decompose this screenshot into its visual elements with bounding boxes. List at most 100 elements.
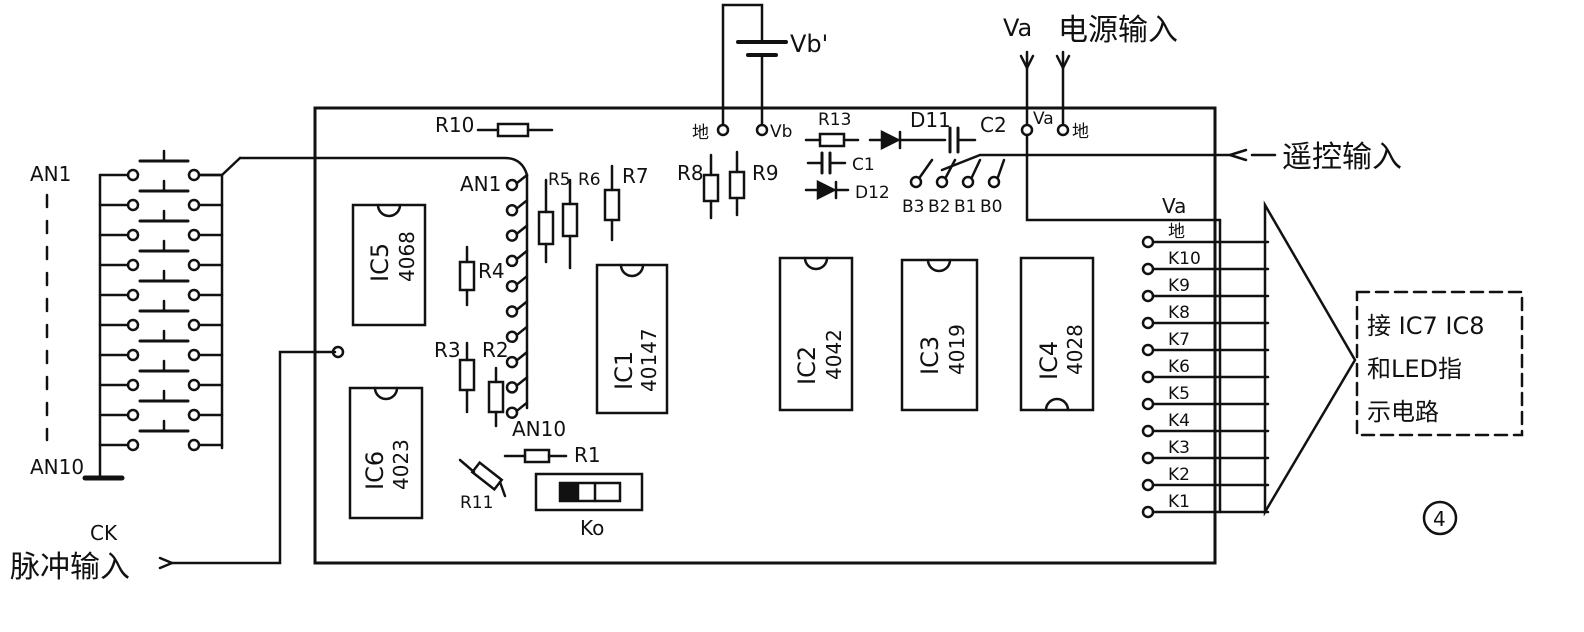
label-r9: R9: [752, 161, 779, 185]
va-internal-wire: [1025, 133, 1222, 222]
label-r8: R8: [677, 161, 704, 185]
pcb-board-outline: [313, 106, 1217, 565]
label-ck: CK: [90, 521, 118, 545]
label-vb-prime: Vb': [790, 30, 828, 58]
note-line-3: 示电路: [1367, 398, 1439, 426]
label-b2: B2: [928, 197, 950, 217]
resistor-r11: [458, 458, 507, 498]
resistor-r9: [728, 150, 746, 217]
label-r6: R6: [578, 170, 601, 190]
board-an-terminal: [505, 178, 519, 192]
vb-terminal: [755, 123, 769, 137]
pushbutton-an3: [98, 209, 224, 242]
output-terminal: [1141, 478, 1155, 492]
chip-ic1-part: 40147: [637, 328, 661, 392]
output-terminal-label: K3: [1168, 438, 1190, 458]
label-power-input: 电源输入: [1058, 13, 1178, 48]
resistor-r4: [458, 245, 476, 307]
output-terminal: [1141, 316, 1155, 330]
chip-ic6-label: IC6: [361, 451, 389, 490]
figure-number-circle: [1422, 500, 1458, 536]
chip-ic3-label: IC3: [916, 336, 944, 375]
b-terminals: [909, 158, 1006, 189]
panel-to-board-wire: [238, 156, 529, 177]
diode-d12: [804, 179, 850, 201]
resistor-r3: [458, 341, 476, 414]
output-terminal-label: K2: [1168, 465, 1190, 485]
resistor-r10: [476, 122, 554, 138]
pushbutton-an6: [98, 299, 224, 332]
label-va-right: Va: [1162, 194, 1186, 218]
chip-ic6-part: 4023: [389, 439, 413, 490]
label-c1: C1: [852, 155, 875, 175]
chip-ic2-part: 4042: [822, 329, 846, 380]
resistor-r1: [503, 448, 568, 464]
pushbutton-an4: [98, 239, 224, 272]
board-an-terminal: [505, 406, 519, 419]
label-gnd-power: 地: [1072, 122, 1089, 142]
note-box-border: [1355, 290, 1524, 437]
board-an-terminal: [505, 279, 519, 293]
resistor-r5: [537, 178, 555, 264]
label-r5: R5: [548, 170, 571, 190]
label-r7: R7: [622, 164, 649, 188]
an-connector-column: [505, 173, 529, 419]
label-gnd-vb: 地: [692, 123, 709, 143]
label-vb: Vb: [770, 122, 792, 142]
label-ko: Ko: [580, 516, 604, 540]
va-arrow: [1019, 54, 1035, 70]
resistor-r7: [603, 164, 621, 242]
output-terminal-label: K9: [1168, 276, 1190, 296]
label-remote-input: 遥控输入: [1282, 140, 1402, 175]
output-terminal-label: K5: [1168, 384, 1190, 404]
output-terminal: [1141, 343, 1155, 357]
label-d11: D11: [910, 108, 951, 132]
diode-d11: [868, 129, 947, 151]
output-terminal-label: K8: [1168, 303, 1190, 323]
label-an1: AN1: [30, 162, 71, 186]
pulse-input-arrow: [158, 556, 174, 570]
output-terminal: [1141, 505, 1155, 519]
pushbutton-an8: [98, 359, 224, 392]
label-r1: R1: [574, 443, 601, 467]
pushbutton-an9: [98, 389, 224, 422]
chip-ic5-label: IC5: [366, 243, 394, 282]
resistor-r2: [487, 366, 505, 428]
output-terminal: [1141, 289, 1155, 303]
board-an-terminal: [505, 229, 519, 242]
gnd-terminal: [716, 123, 730, 137]
gnd-power-terminal: [1056, 123, 1070, 137]
note-line-1: 接 IC7 IC8: [1367, 312, 1484, 340]
label-r11: R11: [460, 493, 493, 513]
board-an-terminal: [505, 330, 519, 344]
chip-ic4-label: IC4: [1035, 341, 1063, 380]
chip-ic3-part: 4019: [945, 324, 969, 375]
label-va-small: Va: [1033, 109, 1054, 129]
chip-ic4: IC4 4028: [1019, 256, 1095, 412]
chip-ic5-part: 4068: [395, 231, 419, 282]
output-terminal-label: K6: [1168, 357, 1190, 377]
output-terminal-label: 地: [1168, 222, 1185, 242]
label-b0: B0: [980, 197, 1002, 217]
chip-ic2: IC2 4042: [778, 256, 854, 412]
battery-vb-prime: [721, 3, 788, 127]
chip-ic3: IC3 4019: [900, 258, 979, 412]
label-d12: D12: [855, 183, 890, 203]
label-r13: R13: [818, 110, 851, 130]
output-terminal-label: K10: [1168, 249, 1201, 269]
board-an-terminal: [505, 254, 519, 268]
pushbutton-an2: [98, 179, 224, 212]
output-terminal-label: K4: [1168, 411, 1190, 431]
pushbutton-an7: [98, 329, 224, 362]
resistor-r6: [561, 178, 579, 270]
output-terminal: [1141, 397, 1155, 411]
label-board-an10: AN10: [512, 417, 566, 441]
board-an-terminal: [505, 305, 519, 318]
label-r4: R4: [478, 259, 505, 283]
slide-switch-ko: [534, 472, 644, 512]
label-b1: B1: [954, 197, 976, 217]
board-an-terminal: [505, 381, 519, 394]
output-terminal-label: K1: [1168, 492, 1190, 512]
remote-wire: [940, 153, 1232, 172]
